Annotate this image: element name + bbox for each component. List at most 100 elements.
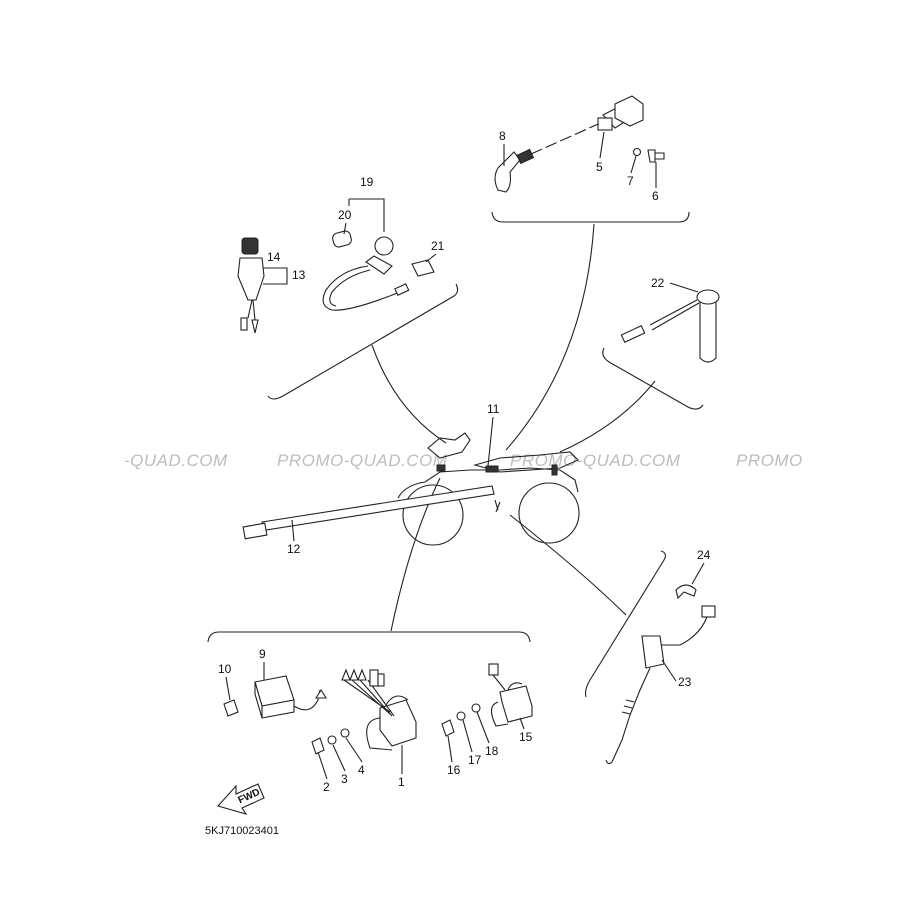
callout-22: 22 bbox=[651, 276, 665, 290]
main-switch-icon bbox=[237, 257, 265, 301]
seat bbox=[472, 451, 579, 473]
bracket-left bbox=[267, 283, 459, 400]
callout-13: 13 bbox=[292, 268, 306, 282]
leader-cdi bbox=[390, 477, 441, 632]
body-outline bbox=[397, 467, 579, 499]
diagram-code: 5KJ710023401 bbox=[205, 825, 279, 837]
coil-15-top bbox=[507, 682, 523, 691]
thermo-wire bbox=[649, 299, 698, 326]
bolt-2-icon bbox=[311, 737, 325, 755]
callout-12: 12 bbox=[287, 542, 301, 556]
callout-15: 15 bbox=[519, 730, 533, 744]
main-switch-group bbox=[237, 237, 288, 334]
bolt-16-icon bbox=[441, 719, 455, 737]
watermark-center-left: PROMO-QUAD.COM bbox=[277, 451, 448, 470]
coil-15-terminal-icon bbox=[488, 663, 499, 676]
watermark-right: PROMO bbox=[736, 451, 803, 470]
label-21-icon bbox=[411, 259, 435, 277]
leader-plug-cap bbox=[505, 223, 595, 451]
watermark: -QUAD.COM PROMO-QUAD.COM PROMO-QUAD.COM … bbox=[124, 451, 803, 470]
coil-15-group bbox=[441, 663, 533, 737]
watermark-left: -QUAD.COM bbox=[124, 451, 228, 470]
callout-11: 11 bbox=[487, 402, 500, 416]
callout-8: 8 bbox=[499, 129, 506, 143]
leader-ignition bbox=[371, 344, 447, 444]
cable-band-head-icon bbox=[242, 522, 268, 540]
cord-group bbox=[322, 198, 435, 311]
thermo-body-icon bbox=[699, 299, 717, 363]
cord-terminal-icon bbox=[394, 283, 410, 296]
callout-19: 19 bbox=[360, 175, 374, 189]
spark-plug-cap-icon bbox=[494, 151, 521, 193]
washer-18-icon bbox=[471, 703, 481, 713]
plug-cap-20-icon bbox=[332, 230, 352, 248]
clamp-24-icon bbox=[675, 584, 697, 600]
fwd-arrow-icon bbox=[217, 783, 265, 815]
handlebar bbox=[427, 432, 471, 459]
bracket-bottom-right bbox=[584, 550, 667, 698]
callout-17: 17 bbox=[468, 753, 482, 767]
thermo-marker bbox=[551, 464, 558, 476]
callout-10: 10 bbox=[218, 662, 232, 676]
cdi-wire bbox=[293, 689, 321, 711]
coil-1-plug-2-icon bbox=[377, 673, 385, 687]
coil-body-icon bbox=[614, 95, 644, 127]
sensor-spring bbox=[621, 699, 635, 715]
callout-14: 14 bbox=[267, 250, 281, 264]
bolt-icon bbox=[647, 149, 665, 163]
sensor-hook bbox=[605, 759, 613, 765]
coil-1-lead bbox=[366, 717, 393, 751]
front-wheel bbox=[402, 484, 464, 546]
leader-curves bbox=[371, 223, 656, 632]
sensor-connector-icon bbox=[701, 605, 716, 618]
rear-wheel bbox=[518, 482, 580, 544]
callout-9: 9 bbox=[259, 647, 266, 661]
group-brackets bbox=[207, 211, 704, 698]
callout-1: 1 bbox=[398, 775, 405, 789]
callout-labels: 1 2 3 4 5 6 7 8 9 10 11 12 13 14 15 16 1… bbox=[218, 129, 711, 794]
callout-18: 18 bbox=[485, 744, 499, 758]
washer-icon bbox=[632, 147, 642, 157]
callout-16: 16 bbox=[447, 763, 461, 777]
cord-boot-icon bbox=[365, 255, 393, 275]
washer-17-icon bbox=[456, 711, 466, 721]
callout-3: 3 bbox=[341, 772, 348, 786]
ignition-coil-1-icon bbox=[379, 699, 417, 747]
sensor-body-icon bbox=[641, 635, 665, 669]
coil-1-wires bbox=[343, 679, 395, 717]
plug-lead bbox=[530, 120, 606, 155]
coil-15-lead bbox=[490, 701, 509, 727]
coil-terminal-icon bbox=[597, 117, 613, 131]
bracket-13 bbox=[263, 267, 288, 285]
cdi-bolt-icon bbox=[223, 699, 239, 717]
callout-7: 7 bbox=[627, 174, 634, 188]
sensor-marker bbox=[494, 499, 501, 513]
callout-4: 4 bbox=[358, 763, 365, 777]
callout-5: 5 bbox=[596, 160, 603, 174]
switch-wire bbox=[247, 299, 253, 319]
bracket-bottom bbox=[207, 631, 531, 643]
thermo-group bbox=[620, 289, 720, 363]
bracket-right bbox=[602, 347, 704, 410]
fwd-indicator: FWD bbox=[217, 783, 265, 815]
cable-band-icon bbox=[261, 485, 495, 531]
cdi-front-icon bbox=[261, 699, 295, 719]
ignition-marker bbox=[436, 464, 446, 472]
callout-leaders bbox=[225, 131, 705, 780]
washer-4-icon bbox=[340, 728, 350, 738]
coil-15-wire bbox=[492, 674, 506, 691]
key-icon bbox=[241, 237, 259, 255]
cable-band-group bbox=[242, 485, 495, 540]
cdi-arrow-icon bbox=[315, 688, 327, 699]
atv-silhouette bbox=[397, 432, 580, 546]
leader-sensor bbox=[509, 514, 627, 616]
plug-cap-group bbox=[494, 95, 665, 193]
sensor-group bbox=[605, 584, 716, 765]
callout-2: 2 bbox=[323, 780, 330, 794]
bracket-19-right bbox=[349, 198, 385, 232]
switch-connector-icon bbox=[240, 317, 248, 331]
sensor-cable bbox=[611, 667, 651, 763]
thermo-wire-2 bbox=[651, 302, 700, 331]
switch-terminal-icon bbox=[251, 319, 259, 334]
